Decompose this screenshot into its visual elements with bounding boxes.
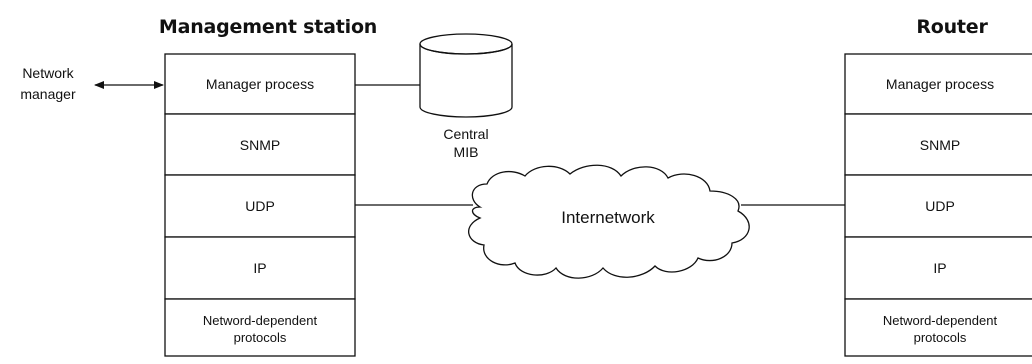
central-mib-label-line2: MIB [454,144,479,160]
right-protocols-label: protocols [914,330,967,345]
right-layer-box-1 [844,53,1032,115]
right-layer-box-4 [844,236,1032,300]
right-network-dependent-label: Netword-dependent [883,313,998,328]
network-manager-label-line2: manager [20,86,76,102]
central-mib-label-line1: Central [443,126,488,142]
right-udp-label: UDP [925,198,955,214]
router-stack: Manager process SNMP UDP IP Netword-depe… [844,53,1032,357]
central-mib-cylinder-icon [419,33,513,118]
left-ip-label: IP [253,260,266,276]
router-title: Router [916,16,988,38]
network-manager-label-line1: Network [22,65,74,81]
management-station-title: Management station [159,16,377,38]
left-protocols-label: protocols [234,330,287,345]
internetwork-label: Internetwork [561,208,655,227]
left-snmp-label: SNMP [240,137,280,153]
left-layer-box-3 [164,174,356,238]
right-layer-box-2 [844,113,1032,176]
left-layer-box-1 [164,53,356,115]
left-udp-label: UDP [245,198,275,214]
left-layer-box-5 [164,298,356,357]
right-ip-label: IP [933,260,946,276]
right-layer-box-5 [844,298,1032,357]
left-manager-process-label: Manager process [206,76,314,92]
left-layer-box-2 [164,113,356,176]
left-network-dependent-label: Netword-dependent [203,313,318,328]
internetwork-cloud [468,164,750,279]
right-manager-process-label: Manager process [886,76,994,92]
left-layer-box-4 [164,236,356,300]
management-station-stack: Manager process SNMP UDP IP Netword-depe… [164,53,356,357]
right-snmp-label: SNMP [920,137,960,153]
